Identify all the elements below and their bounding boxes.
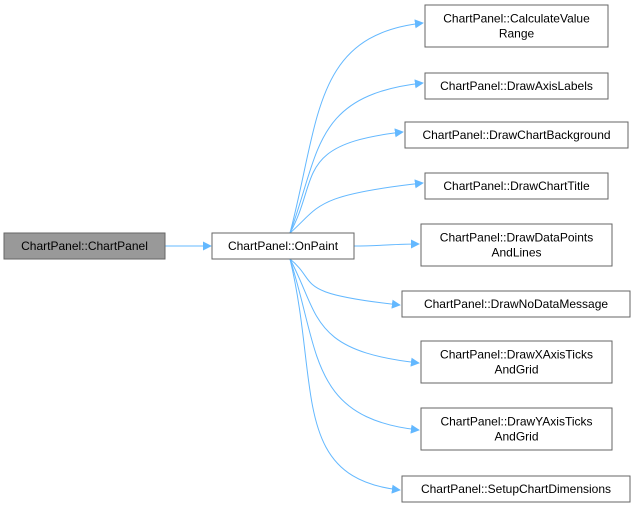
node-label: ChartPanel::DrawAxisLabels [440,79,593,93]
node-label: ChartPanel::DrawChartTitle [443,179,590,193]
edge-onpaint-calc [289,19,424,234]
node-label: ChartPanel::DrawDataPoints [440,231,593,245]
node-box [424,172,609,200]
node-box [424,4,609,48]
node-box [420,223,613,267]
node-label: Range [499,27,535,41]
edge-onpaint-title [289,179,424,234]
node-axislabels[interactable]: ChartPanel::DrawAxisLabels [424,72,609,100]
edges-layer [165,19,424,494]
edge-onpaint-points [353,239,420,249]
node-label: ChartPanel::DrawNoDataMessage [424,297,608,311]
node-box [420,407,613,451]
node-label: ChartPanel::ChartPanel [21,239,148,253]
node-onpaint[interactable]: ChartPanel::OnPaint [211,232,355,260]
node-root[interactable]: ChartPanel::ChartPanel [3,232,166,260]
node-title[interactable]: ChartPanel::DrawChartTitle [424,172,609,200]
node-label: ChartPanel::DrawYAxisTicks [440,415,592,429]
node-label: AndGrid [494,430,538,444]
node-nodata[interactable]: ChartPanel::DrawNoDataMessage [401,290,631,318]
node-setup[interactable]: ChartPanel::SetupChartDimensions [401,475,631,503]
edge-onpaint-xticks [289,258,420,367]
nodes-layer: ChartPanel::ChartPanel ChartPanel::OnPain… [3,4,631,503]
node-label: AndGrid [494,363,538,377]
edge-onpaint-yticks [289,258,420,434]
edge-onpaint-axislabels [289,79,424,234]
node-box [420,340,613,384]
node-label: ChartPanel::OnPaint [228,239,339,253]
node-box [424,72,609,100]
node-label: ChartPanel::CalculateValue [443,12,590,26]
node-label: ChartPanel::DrawChartBackground [422,128,610,142]
node-box [211,232,355,260]
node-label: AndLines [491,246,541,260]
node-box [3,232,166,260]
node-box [404,121,629,149]
edge-onpaint-nodata [289,258,401,309]
node-label: ChartPanel::DrawXAxisTicks [440,348,593,362]
node-box [401,475,631,503]
node-box [401,290,631,318]
edge-onpaint-setup [289,258,401,494]
node-bg[interactable]: ChartPanel::DrawChartBackground [404,121,629,149]
edge-onpaint-bg [289,128,404,234]
node-label: ChartPanel::SetupChartDimensions [421,482,611,496]
